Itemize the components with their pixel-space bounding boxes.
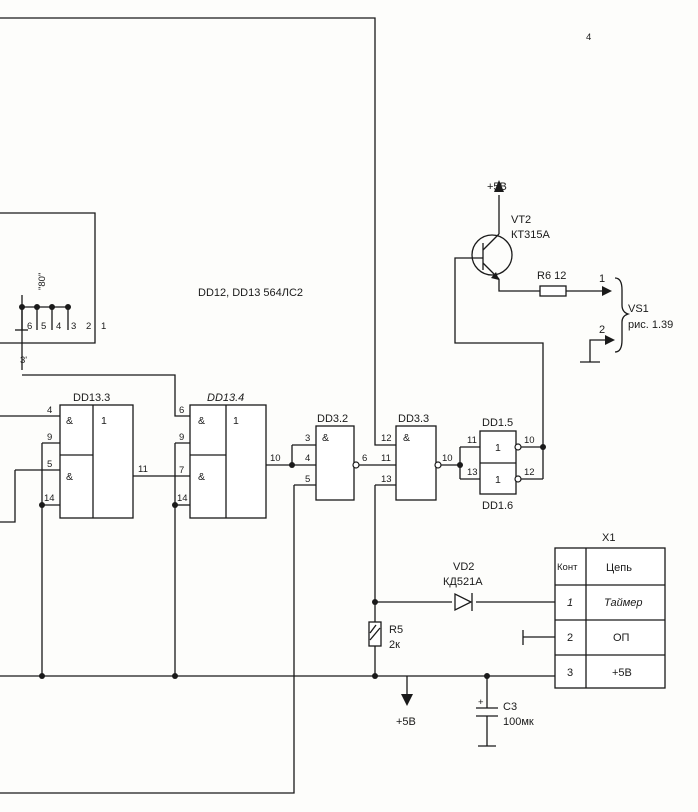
dd13-4-pin-14: 14 <box>177 493 188 504</box>
dd3-2-pin-4: 4 <box>305 453 310 464</box>
dd3-3-pin-12: 12 <box>381 433 392 444</box>
vt2-model: КТ315А <box>511 229 550 241</box>
dd13-3-label: DD13.3 <box>73 392 110 404</box>
x1-header-net: Цепь <box>606 562 632 574</box>
chip-caption: DD12, DD13 564ЛС2 <box>198 287 303 299</box>
header-pin-3: 3 <box>71 321 76 332</box>
dd13-3-pin-5: 5 <box>47 459 52 470</box>
gate-dd13-4: DD13.4 & 1 & 6 9 7 14 10 <box>177 392 281 519</box>
svg-text:+: + <box>478 697 484 708</box>
connector-vs1: VS1 рис. 1.39 <box>614 277 673 353</box>
dd13-4-pin-10: 10 <box>270 453 281 464</box>
x1-row-2-num: 2 <box>567 632 573 644</box>
x1-row-3-num: 3 <box>567 667 573 679</box>
dd3-3-pin-10: 10 <box>442 453 453 464</box>
connector-x1-table: X1 Конт Цепь 1 Таймер 2 ОП 3 +5В <box>554 532 666 689</box>
dd3-3-label: DD3.3 <box>398 413 429 425</box>
dd13-4-out-top: 1 <box>233 415 239 427</box>
x1-header-contact: Конт <box>557 562 578 573</box>
dd3-2-label: DD3.2 <box>317 413 348 425</box>
dd1-6-pin-13: 13 <box>467 467 478 478</box>
x1-title: X1 <box>602 532 615 544</box>
r5-value: 2к <box>389 639 400 651</box>
header-pin-2: 2 <box>86 321 91 332</box>
dd1-5-sym: 1 <box>495 442 501 454</box>
junction-dots <box>19 304 546 679</box>
x1-row-2-net: ОП <box>613 632 630 644</box>
dd3-3-pin-11: 11 <box>381 453 391 464</box>
dd1-6-pin-12: 12 <box>524 467 535 478</box>
dd13-4-label: DD13.4 <box>207 392 244 404</box>
vd2-label: VD2 <box>453 561 474 573</box>
capacitor-c3: + C3 100мк <box>476 697 534 747</box>
dd3-2-and: & <box>322 432 329 444</box>
vt2-supply: +5В <box>487 181 507 193</box>
dd13-4-pin-9: 9 <box>179 432 184 443</box>
gate-dd3-2: DD3.2 & 3 4 5 6 <box>305 413 367 501</box>
dd13-3-pin-11: 11 <box>138 464 148 475</box>
r5-label: R5 <box>389 624 403 636</box>
header-connector: "80" 6 5 4 3 2 1 3' <box>20 273 106 366</box>
gate-dd1-5-dd1-6: DD1.5 DD1.6 1 1 11 13 10 12 <box>467 417 535 512</box>
dd3-2-pin-3: 3 <box>305 433 310 444</box>
header-pin-4: 4 <box>56 321 61 332</box>
dd13-3-out-top: 1 <box>101 415 107 427</box>
dd3-2-pin-5: 5 <box>305 474 310 485</box>
diode-vd2: VD2 КД521А <box>443 561 483 612</box>
label-3-prime: 3' <box>20 355 27 366</box>
dd13-4-and-bot: & <box>198 471 205 483</box>
dd1-5-pin-11: 11 <box>467 435 477 446</box>
header-pin-6: 6 <box>27 321 32 332</box>
supply-bottom-label: +5В <box>396 716 416 728</box>
r6-pin-1: 1 <box>599 273 605 285</box>
gate-dd3-3: DD3.3 & 12 11 13 10 <box>381 413 453 501</box>
label-80: "80" <box>37 273 48 290</box>
vt2-label: VT2 <box>511 214 531 226</box>
gate-dd13-3: DD13.3 & 1 & 4 9 5 14 11 <box>44 392 148 519</box>
header-pin-5: 5 <box>41 321 46 332</box>
header-pin-1: 1 <box>101 321 106 332</box>
r6-label: R6 12 <box>537 270 566 282</box>
x1-row-1-net: Таймер <box>604 597 643 609</box>
dd1-6-sym: 1 <box>495 474 501 486</box>
margin-mark: 4 <box>586 32 591 43</box>
r6-pin-2: 2 <box>599 324 605 336</box>
vd2-model: КД521А <box>443 576 483 588</box>
dd13-4-and-top: & <box>198 415 205 427</box>
dd3-3-pin-13: 13 <box>381 474 392 485</box>
supply-arrow-bottom: +5В <box>396 694 416 728</box>
resistor-r5: R5 2к <box>368 621 403 651</box>
c3-label: C3 <box>503 701 517 713</box>
dd3-3-and: & <box>403 432 410 444</box>
dd13-3-pin-14: 14 <box>44 493 55 504</box>
vs1-ref: рис. 1.39 <box>628 319 673 331</box>
dd13-3-pin-9: 9 <box>47 432 52 443</box>
vs1-label: VS1 <box>628 303 649 315</box>
dd13-3-and-top: & <box>66 415 73 427</box>
transistor-vt2: +5В VT2 КТ315А <box>471 180 550 282</box>
dd13-3-pin-4: 4 <box>47 405 52 416</box>
dd3-2-pin-6: 6 <box>362 453 367 464</box>
dd13-4-pin-6: 6 <box>179 405 184 416</box>
x1-row-3-net: +5В <box>612 667 632 679</box>
x1-row-1-num: 1 <box>567 597 573 609</box>
dd13-3-and-bot: & <box>66 471 73 483</box>
dd1-5-pin-10: 10 <box>524 435 535 446</box>
wires <box>0 17 608 794</box>
dd1-6-label: DD1.6 <box>482 500 513 512</box>
dd13-4-pin-7: 7 <box>179 465 184 476</box>
c3-value: 100мк <box>503 716 534 728</box>
resistor-r6: R6 12 1 2 <box>537 270 615 345</box>
dd1-5-label: DD1.5 <box>482 417 513 429</box>
